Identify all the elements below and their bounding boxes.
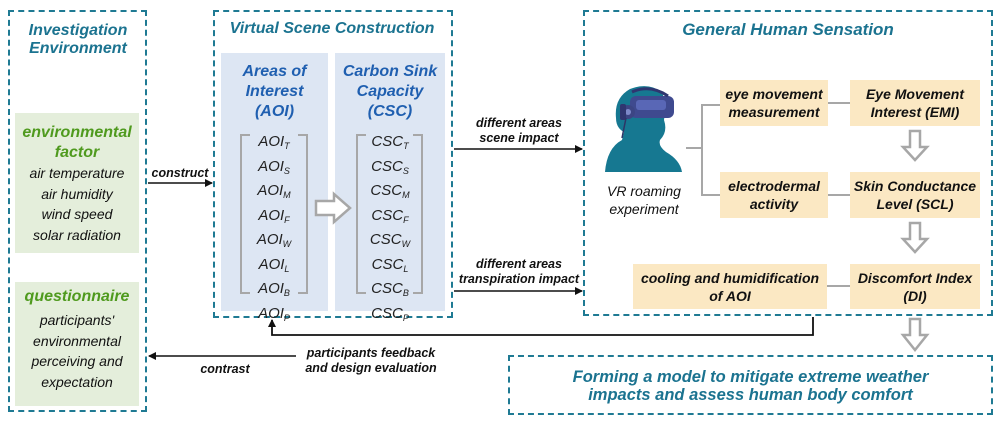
aoi-bracket-left [240,134,250,294]
feedback-loop-arrow [268,317,814,336]
aoi-item-subscript: W [282,239,292,249]
csc-item-subscript: M [402,190,410,200]
aoi-item-base: AOI [258,255,285,273]
csc-item: CSCT [365,132,415,157]
csc-item-subscript: T [403,141,409,151]
aoi-item-base: AOI [258,133,285,150]
questionnaire-text: participants' environmental perceiving a… [31,312,123,390]
csc-item-base: CSC [369,231,402,248]
aoi-item: AOIM [250,181,298,206]
csc-item-subscript: W [401,239,411,249]
aoi-item-subscript: F [284,214,290,225]
environmental-factor-list: air temperature air humidity wind speed … [15,163,139,245]
aoi-item-base: AOI [257,182,284,199]
general-human-sensation-panel [583,10,993,316]
transpiration-impact-label: different areas transpiration impact [458,257,580,286]
csc-item: CSCF [365,206,415,231]
questionnaire-title: questionnaire [24,288,130,305]
factor-item: air humidity [41,185,113,202]
csc-item: CSCB [365,279,415,304]
aoi-item-subscript: B [283,288,290,298]
csc-item-base: CSC [371,157,403,175]
aoi-item: AOIT [250,132,298,157]
csc-item-subscript: S [402,165,409,176]
aoi-item-base: AOI [258,206,285,224]
di-box: Discomfort Index(DI) [850,264,980,309]
csc-bracket-right [413,134,423,294]
aoi-item-base: AOI [256,231,283,248]
investigation-environment-panel [8,10,147,412]
aoi-item-base: AOI [258,304,284,322]
aoi-bracket-right [298,134,308,294]
aoi-title: Areas of Interest (AOI) [242,63,307,120]
general-human-sensation-title: General Human Sensation [682,20,894,39]
feedback-label: participants feedback and design evaluat… [305,346,437,375]
csc-title: Carbon Sink Capacity (CSC) [342,63,438,120]
aoi-item-base: AOI [258,157,284,175]
aoi-item: AOIF [250,206,298,231]
aoi-item: AOIP [250,304,298,329]
environmental-factor-title: environmental factor [22,124,132,161]
csc-item-base: CSC [370,182,403,199]
csc-item: CSCS [365,157,415,182]
conclusion-text: Forming a model to mitigate extreme weat… [572,368,929,404]
environmental-factor-box: environmental factor air temperature air… [15,113,139,253]
aoi-item-subscript: T [284,141,290,151]
scene-impact-label: different areas scene impact [476,116,562,145]
aoi-item: AOIS [250,157,298,182]
aoi-item-subscript: L [284,263,290,274]
aoi-panel [221,53,328,311]
csc-item-base: CSC [371,206,404,224]
aoi-item-subscript: P [283,312,290,323]
csc-panel [335,53,445,311]
questionnaire-box: questionnaire participants' environmenta… [15,282,139,406]
investigation-environment-title: Investigation Environment [28,22,128,57]
construct-label: construct [151,166,209,180]
csc-item: CSCL [365,255,415,280]
virtual-scene-title: Virtual Scene Construction [229,20,435,37]
aoi-item-base: AOI [258,280,284,297]
aoi-item: AOIB [250,279,298,304]
factor-item: air temperature [29,165,125,181]
csc-item-base: CSC [371,133,404,150]
csc-item: CSCW [365,230,415,255]
csc-item-subscript: L [403,263,409,274]
csc-item-subscript: F [403,214,409,225]
contrast-label: contrast [200,362,250,376]
csc-item-base: CSC [371,304,403,322]
csc-item: CSCP [365,304,415,329]
csc-item-subscript: B [402,288,409,298]
csc-item-subscript: P [402,312,409,323]
factor-item: wind speed [41,206,113,222]
csc-item-base: CSC [371,280,403,297]
csc-item-base: CSC [371,255,404,273]
factor-item: solar radiation [33,226,121,243]
csc-item: CSCM [365,181,415,206]
di-to-conclusion-arrow [900,317,930,353]
vr-roaming-label: VR roaming experiment [607,183,681,217]
aoi-item: AOIW [250,230,298,255]
aoi-item: AOIL [250,255,298,280]
aoi-item-subscript: S [283,165,290,176]
csc-bracket-left [356,134,366,294]
conclusion-panel [508,355,993,415]
aoi-item-subscript: M [283,190,291,200]
